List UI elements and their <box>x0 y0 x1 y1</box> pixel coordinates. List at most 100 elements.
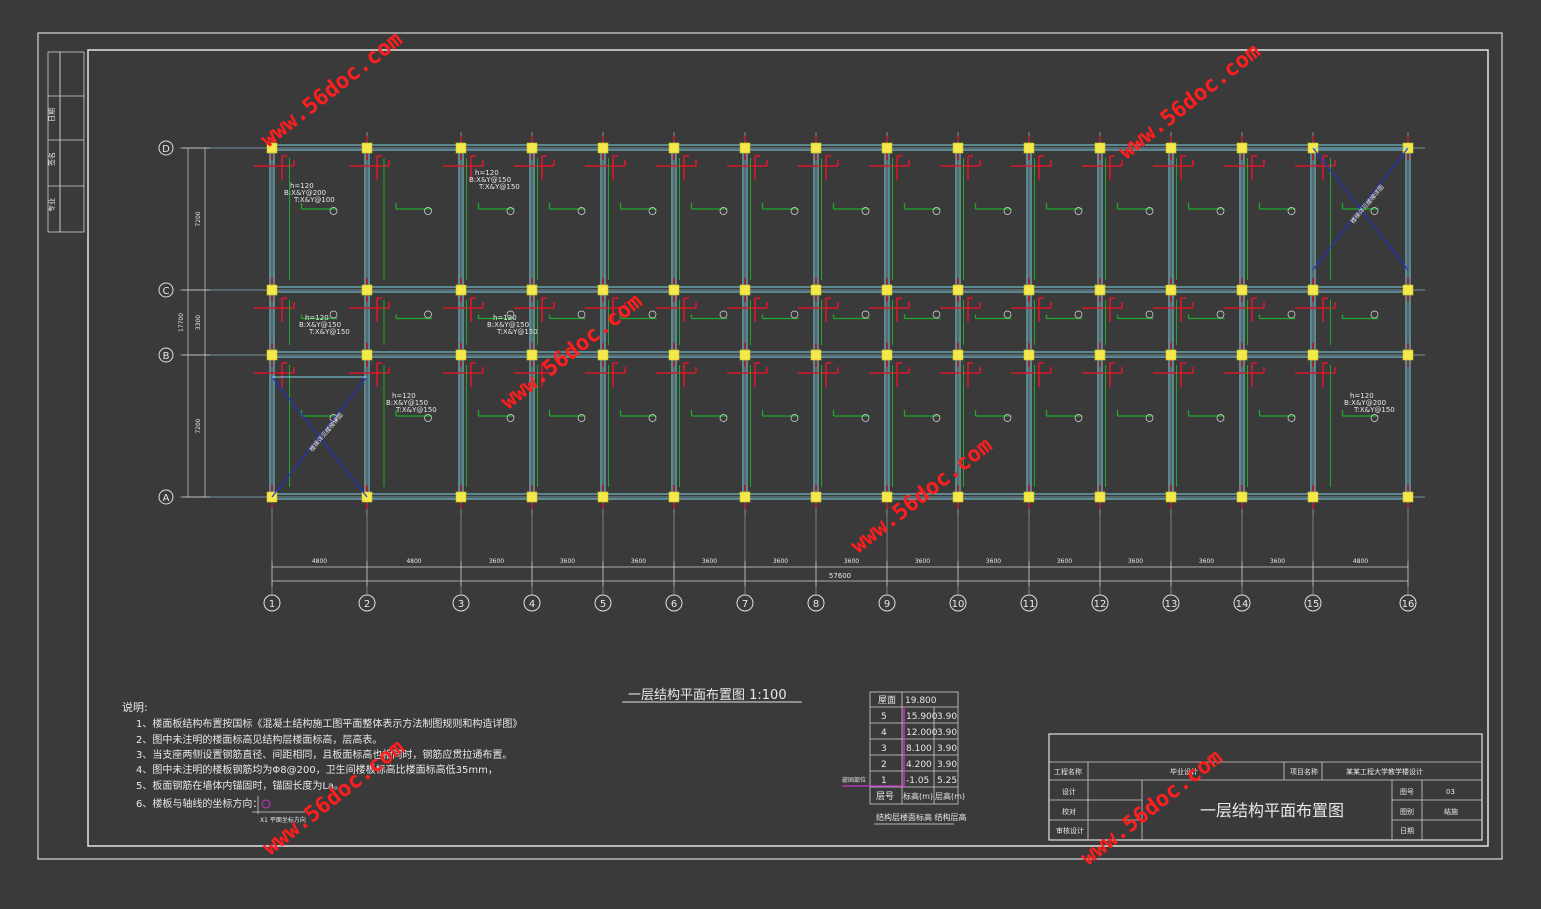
slab-marker <box>1145 310 1154 319</box>
column-11-D <box>1023 142 1035 154</box>
column-10-D <box>952 142 964 154</box>
axis-label-col: 13 <box>1165 599 1178 610</box>
slab-note-b: B:X&Y@150 <box>469 176 511 184</box>
note-1: 1、楼面板结构布置按国标《混凝土结构施工图平面整体表示方法制图规则和构造详图》 <box>136 717 522 730</box>
column-4-D <box>526 142 538 154</box>
column-15-C <box>1307 284 1319 296</box>
note-3: 3、当支座两侧设置钢筋直径、间距相同，且板面标高也相同时，钢筋应贯拉通布置。 <box>136 748 512 761</box>
dim-span: 3600 <box>489 558 504 565</box>
slab-marker <box>1145 414 1154 422</box>
slab-marker <box>932 414 941 422</box>
axis-label-col: 15 <box>1307 599 1320 610</box>
axis-bubble-row <box>158 140 174 156</box>
column-12-D <box>1094 142 1106 154</box>
axis-label-col: 7 <box>742 599 748 610</box>
slab-marker <box>1287 207 1296 215</box>
dim-span: 4800 <box>312 558 327 565</box>
tb-item-value: 某某工程大学教学楼设计 <box>1346 767 1423 776</box>
floor-3: 3 <box>881 744 887 754</box>
slab-note-t: T:X&Y@150 <box>1353 406 1395 414</box>
column-5-B <box>597 349 609 361</box>
axis-label-row: A <box>163 493 170 504</box>
column-8-D <box>810 142 822 154</box>
slab-note-t: T:X&Y@150 <box>478 183 520 191</box>
column-1-C <box>266 284 278 296</box>
coord-marker-icon <box>261 799 271 809</box>
slab-marker <box>1216 310 1225 319</box>
watermarks: www.56doc.com www.56doc.com www.56doc.co… <box>256 27 1265 871</box>
slab-marker <box>648 207 657 215</box>
column-15-B <box>1307 349 1319 361</box>
column-5-D <box>597 142 609 154</box>
note-6: 6、楼板与轴线的坐标方向： <box>136 797 262 810</box>
column-14-C <box>1236 284 1248 296</box>
height-5: 3.90 <box>937 712 957 722</box>
dim-span: 3600 <box>1128 558 1143 565</box>
column-3-A <box>455 491 467 503</box>
dim-span: 3600 <box>702 558 717 565</box>
slab-marker <box>1074 310 1083 319</box>
column-6-D <box>668 142 680 154</box>
column-3-B <box>455 349 467 361</box>
column-4-C <box>526 284 538 296</box>
stair-cross-b <box>271 376 368 498</box>
slab-note-h: h=120 <box>493 314 517 322</box>
axis-label-col: 2 <box>364 599 370 610</box>
coord-label: X1 平面坐标方向 <box>260 816 306 824</box>
hdr-floor: 层号 <box>876 791 894 802</box>
height-1: 5.25 <box>937 776 957 786</box>
side-strip-sign: 签名 <box>47 152 56 166</box>
column-10-A <box>952 491 964 503</box>
slab-marker <box>719 207 728 215</box>
dim-span: 3600 <box>1057 558 1072 565</box>
slab-marker <box>1003 310 1012 319</box>
slab-marker <box>790 310 799 319</box>
slab-marker <box>861 414 870 422</box>
slab-marker <box>577 414 586 422</box>
column-12-C <box>1094 284 1106 296</box>
slab-note-h: h=120 <box>290 182 314 190</box>
note-5: 5、板面钢筋在墙体内锚固时，锚固长度为La。 <box>136 779 344 792</box>
slab-marker <box>424 310 432 319</box>
column-7-C <box>739 284 751 296</box>
slab-marker <box>648 414 657 422</box>
slab-note-b: B:X&Y@200 <box>1344 399 1386 407</box>
elev-1: -1.05 <box>906 776 929 786</box>
slab-marker <box>1370 310 1379 319</box>
column-16-A <box>1402 491 1414 503</box>
general-notes: 说明: 1、楼面板结构布置按国标《混凝土结构施工图平面整体表示方法制图规则和构造… <box>122 700 522 824</box>
roof-value: 19.800 <box>905 696 937 706</box>
floor-4: 4 <box>881 728 887 738</box>
table-caption: 结构层楼面标高 结构层高 <box>876 812 967 822</box>
axis-label-col: 5 <box>600 599 606 610</box>
column-14-A <box>1236 491 1248 503</box>
slab-marker <box>790 414 799 422</box>
roof-label: 屋面 <box>878 695 896 706</box>
stair-cross-b <box>1312 147 1409 271</box>
axis-bubble-row <box>158 282 174 298</box>
column-6-A <box>668 491 680 503</box>
column-11-B <box>1023 349 1035 361</box>
slab-note-t: T:X&Y@150 <box>308 328 350 336</box>
note-4: 4、图中未注明的楼板钢筋均为Φ8@200，卫生间楼板标高比楼面标高低35mm， <box>136 763 498 776</box>
vdim-value: 7200 <box>195 418 202 433</box>
side-strip-date: 日期 <box>48 108 56 122</box>
dim-span: 3600 <box>915 558 930 565</box>
hdr-height: 层高(m) <box>935 791 965 801</box>
elev-5: 15.900 <box>906 712 938 722</box>
side-strip-specialty: 专业 <box>47 198 56 212</box>
slab-marker <box>577 207 586 215</box>
column-13-A <box>1165 491 1177 503</box>
outer-frame <box>37 32 1503 860</box>
slab-note-t: T:X&Y@150 <box>496 328 538 336</box>
floor-1: 1 <box>881 776 887 786</box>
slab-marker <box>1145 207 1154 215</box>
column-9-C <box>881 284 893 296</box>
tb-design-label: 设计 <box>1062 787 1076 796</box>
dim-span: 3600 <box>1270 558 1285 565</box>
tb-drawing-name: 一层结构平面布置图 <box>1200 801 1344 820</box>
column-1-D <box>266 142 278 154</box>
column-3-C <box>455 284 467 296</box>
column-12-B <box>1094 349 1106 361</box>
axis-bubble-row <box>158 489 174 505</box>
